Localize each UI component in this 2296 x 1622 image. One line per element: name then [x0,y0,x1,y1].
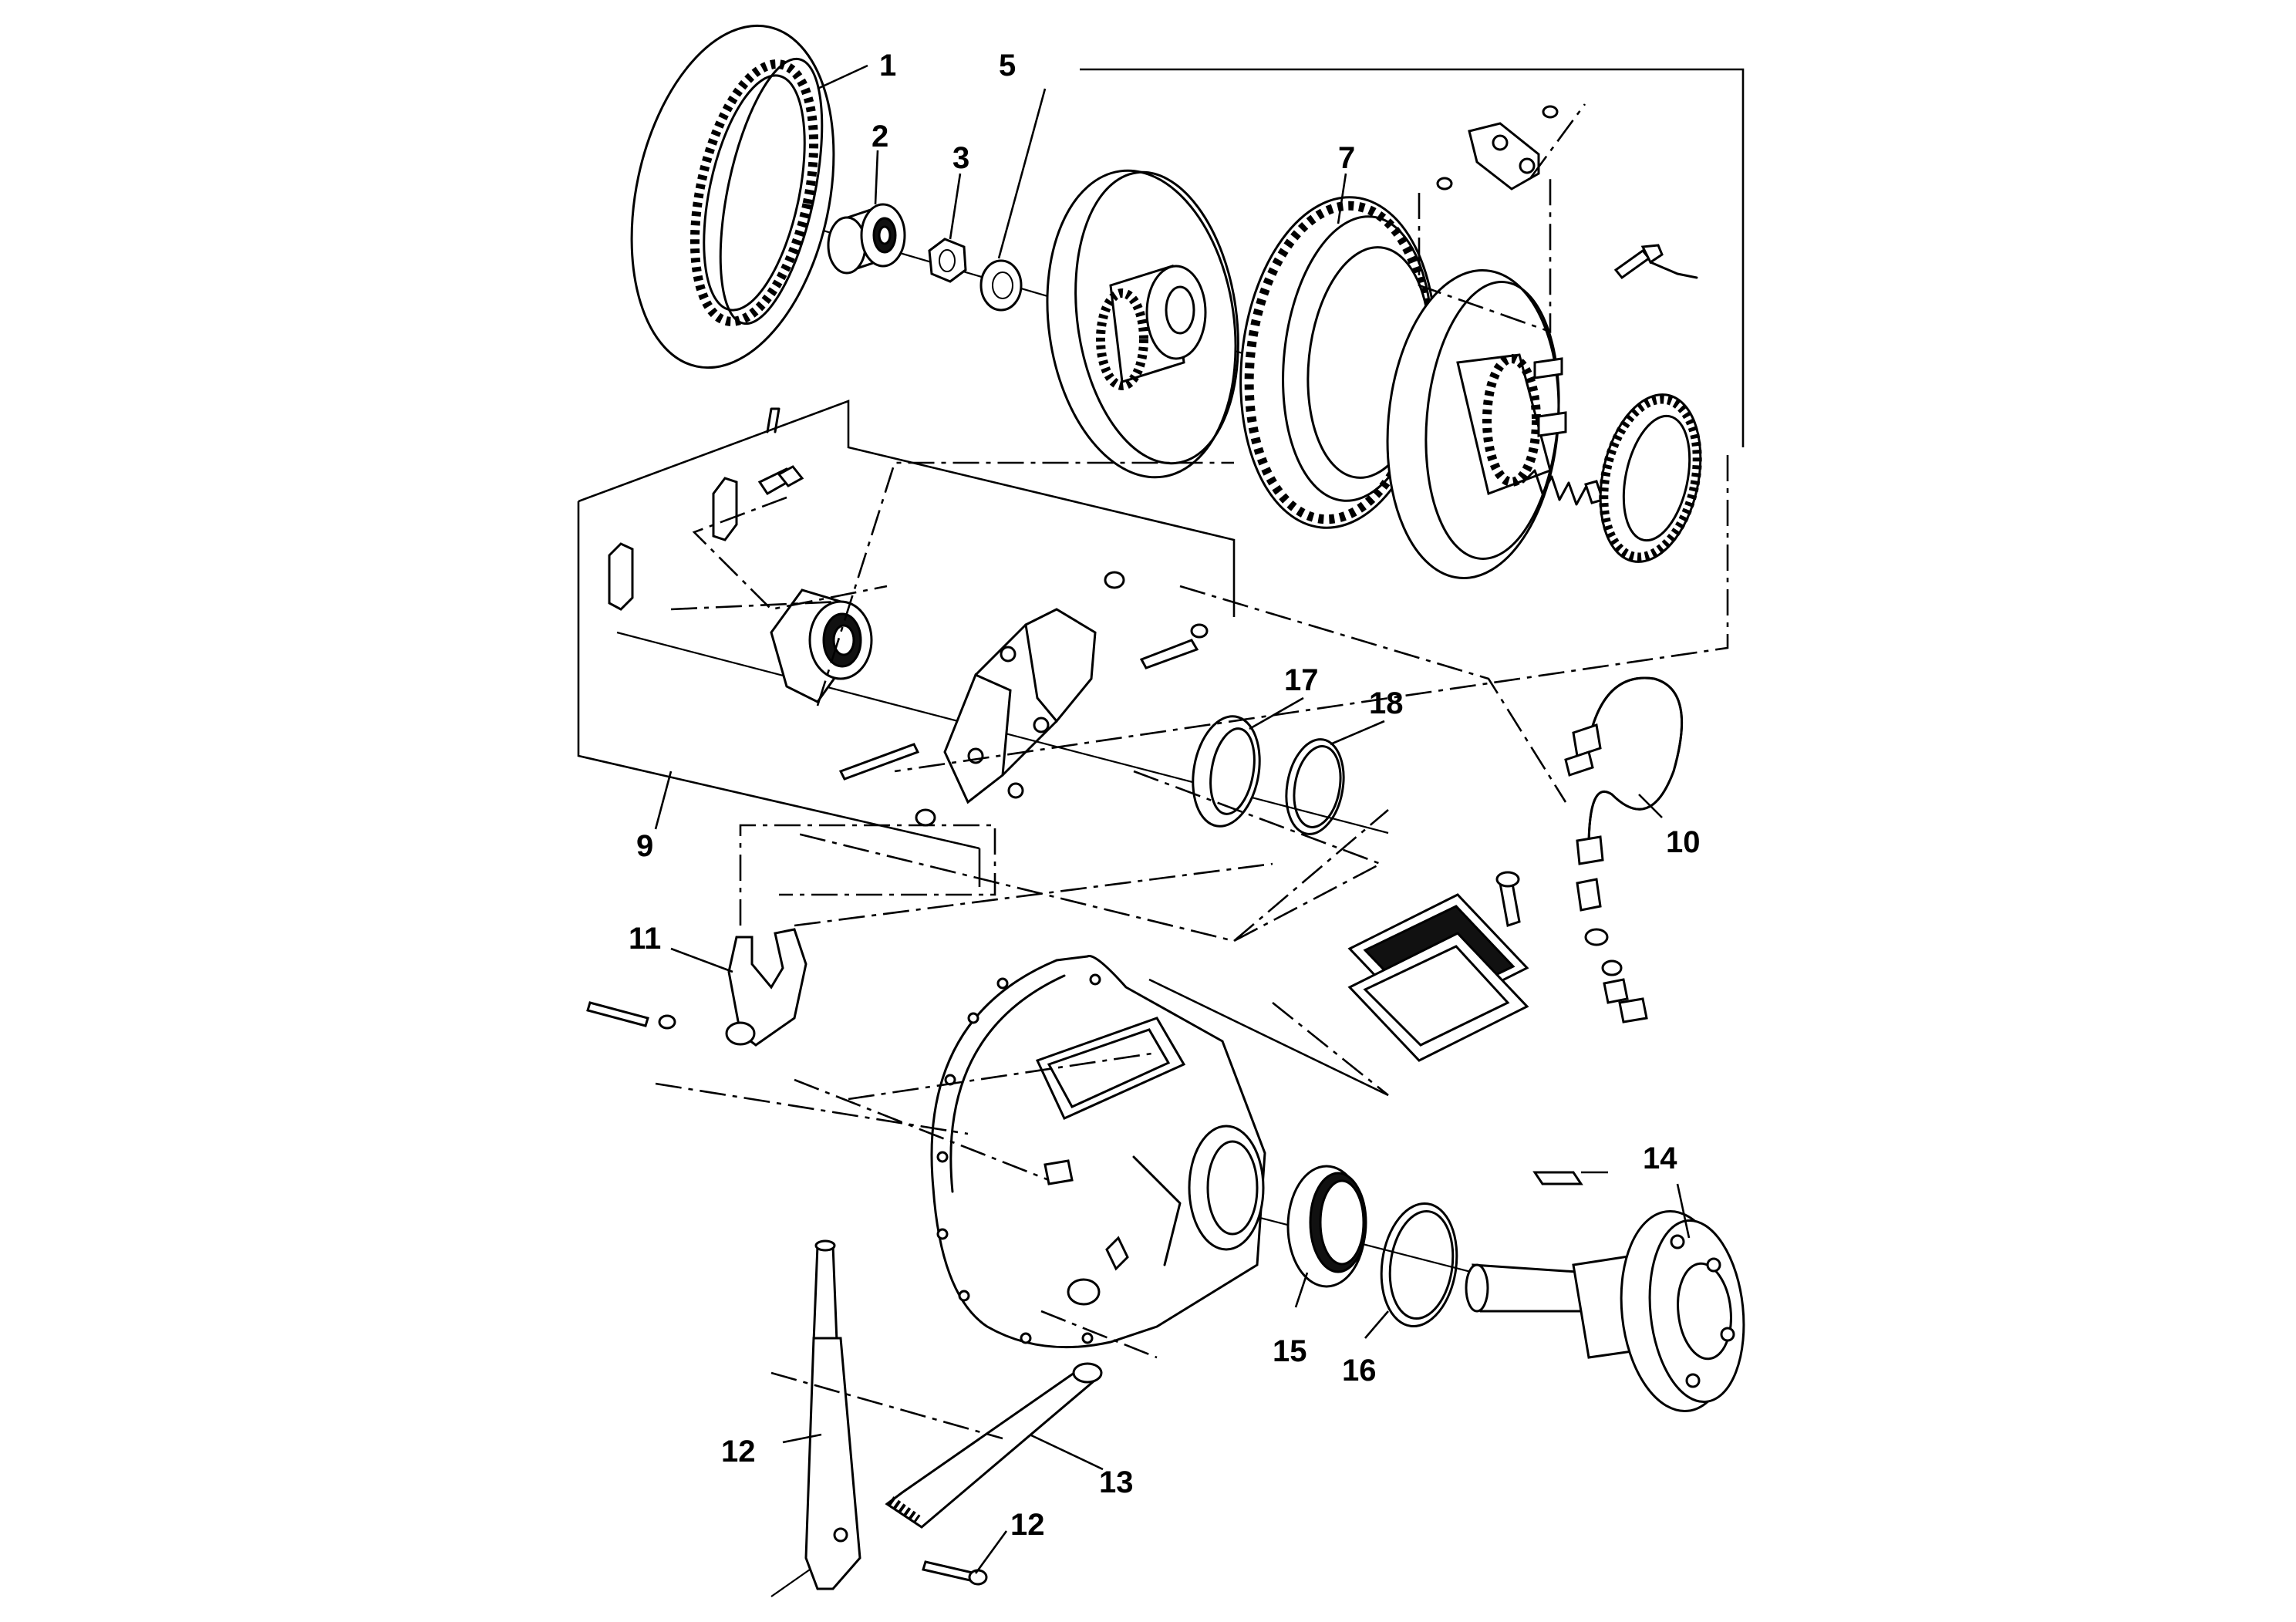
callout-15: 15 [1273,1334,1307,1368]
nut[interactable] [928,238,967,283]
callout-17: 17 [1284,663,1319,697]
leader-17 [1249,696,1304,730]
cover-screw[interactable] [1495,871,1521,927]
seal-ring[interactable] [1185,711,1268,831]
clutch-bellhousing[interactable] [930,955,1266,1349]
housing-bleed-screw[interactable] [1043,1159,1129,1271]
dashed-assembly-lines [655,103,1729,1440]
leader-lines [654,64,1691,1574]
callout-14: 14 [1643,1141,1677,1175]
circlip-upper[interactable] [1279,735,1350,839]
leader-13 [1029,1433,1104,1471]
leader-12b [974,1530,1008,1574]
callout-2: 2 [872,120,888,153]
pin-and-link[interactable] [608,407,804,611]
clutch-housing[interactable] [1375,263,1571,585]
release-fork[interactable] [586,928,807,1047]
callout-7: 7 [1338,141,1355,175]
callout-labels: 1 2 3 5 7 9 10 11 12 12 13 14 15 16 17 1… [629,49,1701,1542]
leader-14 [1676,1183,1691,1239]
release-lever[interactable] [804,1239,861,1590]
assembly-group-brackets [577,68,1745,1097]
circlip-lower[interactable] [1374,1199,1464,1331]
output-bearing[interactable] [1286,1165,1367,1288]
leader-16 [1364,1310,1389,1339]
leader-12a [782,1433,822,1444]
leader-11 [670,947,733,973]
callout-12a: 12 [721,1435,756,1469]
thrust-ring[interactable] [1586,386,1714,572]
leader-7 [1337,173,1347,224]
lock-washer[interactable] [979,259,1023,312]
leader-9 [654,771,673,830]
ring-gear[interactable] [602,7,863,386]
callout-12b: 12 [1010,1508,1045,1542]
callout-13: 13 [1099,1465,1134,1499]
release-fork-bracket[interactable] [943,608,1097,804]
clutch-hub-disc[interactable] [1028,158,1256,490]
inspection-cover[interactable] [1347,893,1529,1062]
shift-lever-top[interactable] [1436,105,1559,191]
leader-1 [817,64,868,90]
callout-11: 11 [629,922,661,956]
hydraulic-hose[interactable] [1564,676,1684,1023]
callout-5: 5 [999,49,1016,83]
leader-15 [1294,1272,1309,1308]
leader-5 [997,88,1047,259]
callout-3: 3 [952,141,969,175]
callout-1: 1 [879,49,896,83]
shaft-key[interactable] [1532,1171,1583,1185]
leader-10 [1638,794,1663,818]
callout-18: 18 [1369,686,1404,720]
release-bearing-carrier[interactable] [770,588,873,703]
callout-16: 16 [1342,1354,1377,1388]
callout-9: 9 [636,829,653,863]
clevis-pin[interactable] [1613,244,1698,280]
leader-2 [874,150,879,205]
leader-18 [1330,720,1385,746]
bracket-bolts[interactable] [838,571,1209,827]
bearing[interactable] [827,203,906,275]
callout-10: 10 [1666,825,1701,859]
leader-3 [949,173,962,240]
output-shaft[interactable] [1465,1206,1752,1417]
cross-shaft[interactable] [885,1362,1103,1529]
